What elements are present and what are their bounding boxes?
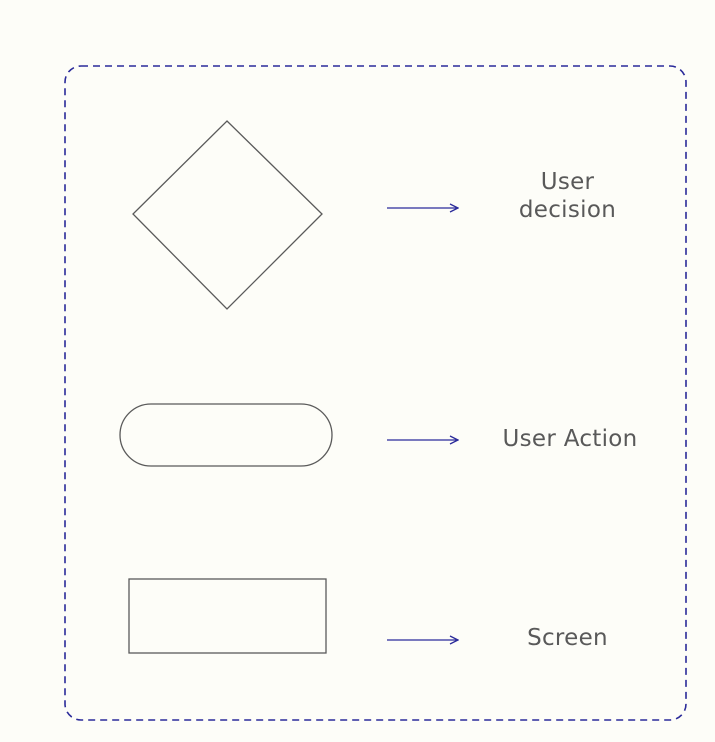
label-line: User (540, 169, 595, 195)
rectangle-icon (128, 578, 327, 654)
label-user-decision: User decision (490, 168, 645, 224)
label-line: decision (518, 197, 617, 223)
pill-icon (119, 403, 333, 467)
label-user-action: User Action (502, 426, 638, 452)
diamond-icon (132, 120, 323, 310)
label-screen: Screen (527, 625, 608, 651)
legend-border (64, 65, 687, 721)
